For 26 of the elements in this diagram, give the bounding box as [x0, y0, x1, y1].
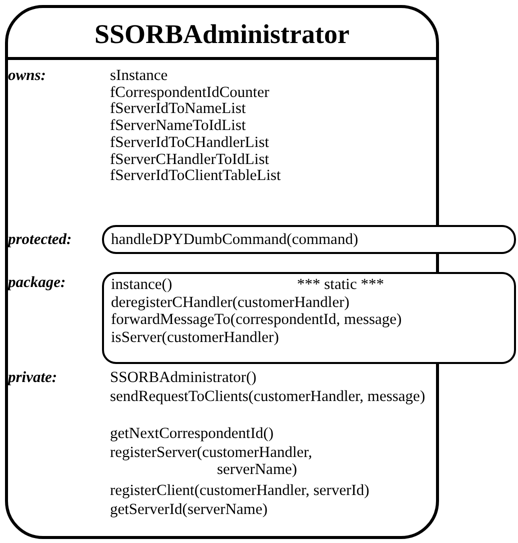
member-name: fCorrespondentIdCounter	[110, 84, 270, 101]
member-name: sendRequestToClients(customerHandler, message)	[110, 388, 426, 405]
section-label: owns:	[8, 67, 46, 84]
class-title: SSORBAdministrator	[94, 19, 350, 49]
member-name: registerServer(customerHandler, serverName)	[110, 444, 314, 478]
method-name: deregisterCHandler(customerHandler)	[111, 294, 350, 310]
member-name: fServerIdToClientTableList	[110, 167, 281, 184]
member-name: sInstance	[110, 67, 168, 84]
member-name: getNextCorrespondentId()	[110, 425, 274, 442]
method-name: forwardMessageTo(correspondentId, message)	[111, 311, 402, 328]
method-name: handleDPYDumbCommand(command)	[111, 231, 358, 248]
member-name: SSORBAdministrator()	[110, 369, 256, 386]
member-name: registerClient(customerHandler, serverId)	[110, 482, 370, 499]
method-group-box	[102, 272, 516, 364]
member-name: getServerId(serverName)	[110, 500, 268, 518]
member-name: fServerIdToNameList	[110, 100, 246, 118]
section-label: package:	[8, 274, 66, 291]
stereotype-note: *** static ***	[297, 276, 384, 293]
method-group-box	[102, 225, 516, 254]
member-name: fServerIdToCHandlerList	[110, 134, 270, 151]
method-name: instance()	[111, 276, 172, 293]
member-name: fServerCHandlerToIdList	[110, 150, 270, 168]
member-name: fServerNameToIdList	[110, 117, 246, 134]
section-label: protected:	[8, 231, 72, 248]
method-name: isServer(customerHandler)	[111, 328, 279, 346]
section-label: private:	[8, 369, 58, 386]
